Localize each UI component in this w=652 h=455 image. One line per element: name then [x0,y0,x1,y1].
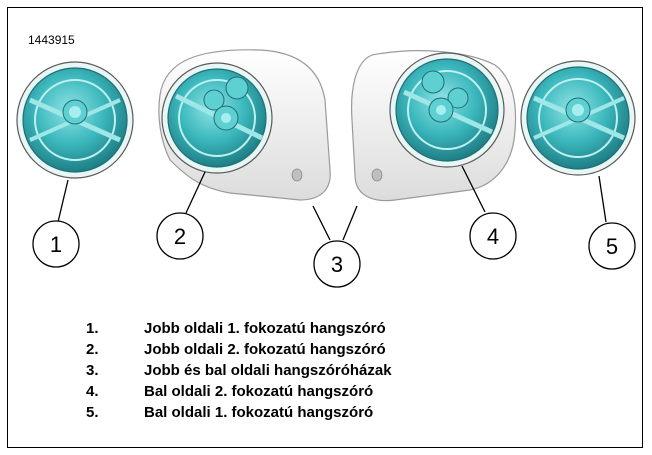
legend-number: 2. [86,341,99,358]
callout-3: 3 [313,240,361,288]
legend-number: 1. [86,320,99,337]
speaker-1 [16,61,134,179]
legend-item: 1. Jobb oldali 1. fokozatú hangszóró [86,318,392,339]
legend-number: 4. [86,383,99,400]
callout-3-label: 3 [331,252,343,277]
callout-4-label: 4 [487,224,499,249]
legend-text: Bal oldali 1. fokozatú hangszóró [144,404,374,421]
speaker-4 [389,52,505,168]
legend-number: 5. [86,404,99,421]
callout-2: 2 [156,212,204,260]
legend-item: 4. Bal oldali 2. fokozatú hangszóró [86,381,392,402]
callout-5: 5 [588,222,636,270]
callout-1: 1 [32,220,80,268]
speaker-2 [161,62,273,174]
callout-2-label: 2 [174,224,186,249]
callout-1-label: 1 [50,232,62,257]
callout-4: 4 [469,212,517,260]
figure-id: 1443915 [28,33,75,47]
legend-item: 5. Bal oldali 1. fokozatú hangszóró [86,402,392,423]
leader-lines [57,165,607,241]
legend-number: 3. [86,362,99,379]
legend-item: 3. Jobb és bal oldali hangszóróházak [86,360,392,381]
legend-item: 2. Jobb oldali 2. fokozatú hangszóró [86,339,392,360]
speaker-5 [520,60,636,176]
legend-text: Jobb oldali 2. fokozatú hangszóró [144,341,386,358]
legend-text: Bal oldali 2. fokozatú hangszóró [144,383,374,400]
legend-list: 1. Jobb oldali 1. fokozatú hangszóró 2. Jo… [86,318,392,423]
legend-text: Jobb oldali 1. fokozatú hangszóró [144,320,386,337]
legend-text: Jobb és bal oldali hangszóróházak [144,362,392,379]
callout-5-label: 5 [606,234,618,259]
